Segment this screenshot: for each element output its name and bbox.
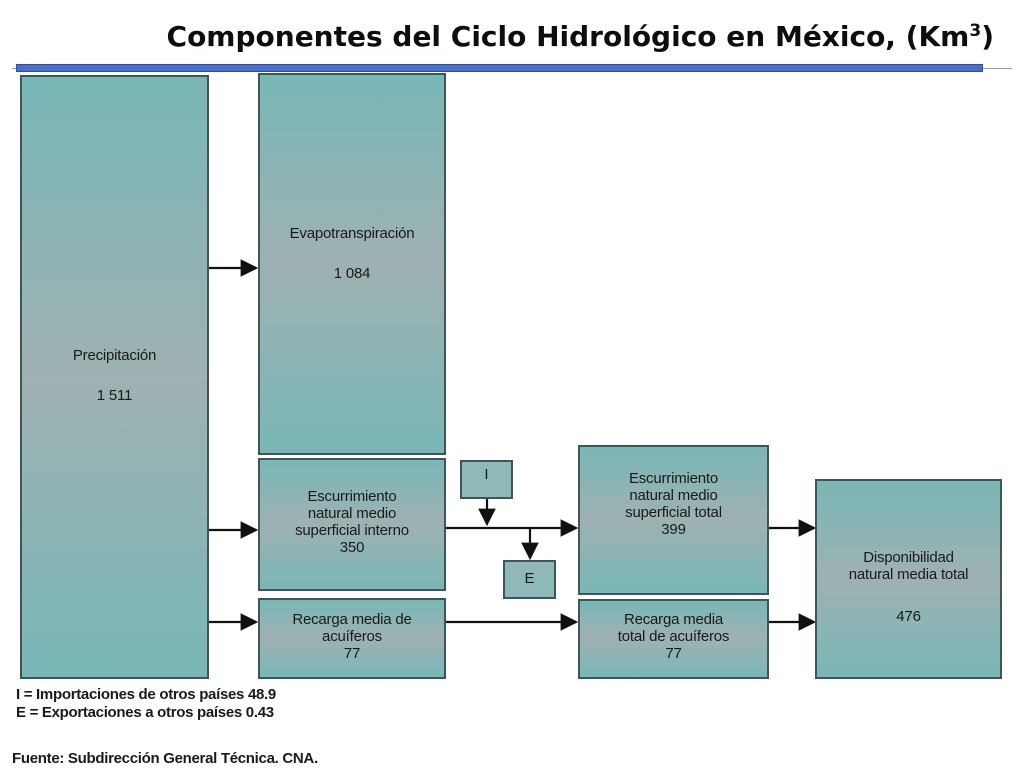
title-superscript: 3 [969,21,982,41]
node-recarga-total-label: Recarga media total de acuíferos [617,611,730,645]
node-exportaciones: E [503,560,556,599]
node-recarga-acuiferos-value: 77 [343,645,361,662]
title-text: Componentes del Ciclo Hidrológico en Méx… [166,20,970,53]
node-escurrimiento-interno-value: 350 [339,539,365,556]
node-recarga-acuiferos: Recarga media de acuíferos 77 [258,598,446,679]
node-escurrimiento-total-label: Escurrimiento natural medio superficial … [625,470,722,521]
legend-notes: I = Importaciones de otros países 48.9 E… [16,686,276,722]
node-recarga-acuiferos-label: Recarga media de acuíferos [292,611,412,645]
source-note: Fuente: Subdirección General Técnica. CN… [12,750,318,767]
node-escurrimiento-interno: Escurrimiento natural medio superficial … [258,458,446,591]
node-precipitacion-label: Precipitación [72,347,157,364]
node-disponibilidad-value: 476 [896,608,921,625]
note-imports: I = Importaciones de otros países 48.9 [16,686,276,703]
node-precipitacion: Precipitación 1 511 [20,75,209,679]
node-disponibilidad-label: Disponibilidad natural media total [848,549,969,583]
node-recarga-total: Recarga media total de acuíferos 77 [578,599,769,679]
node-evapotranspiracion-label: Evapotranspiración [289,225,415,242]
node-escurrimiento-total: Escurrimiento natural medio superficial … [578,445,769,595]
node-escurrimiento-interno-label: Escurrimiento natural medio superficial … [295,488,409,539]
note-exports: E = Exportaciones a otros países 0.43 [16,704,274,721]
page-title: Componentes del Ciclo Hidrológico en Méx… [0,20,994,53]
header-accent-bar [16,64,983,72]
node-evapotranspiracion: Evapotranspiración 1 084 [258,73,446,455]
node-recarga-total-value: 77 [665,645,682,662]
title-closing: ) [981,20,994,53]
node-precipitacion-value: 1 511 [96,387,133,404]
node-disponibilidad: Disponibilidad natural media total 476 [815,479,1002,679]
node-escurrimiento-total-value: 399 [661,521,686,538]
node-evapotranspiracion-value: 1 084 [333,265,371,282]
node-importaciones: I [460,460,513,499]
